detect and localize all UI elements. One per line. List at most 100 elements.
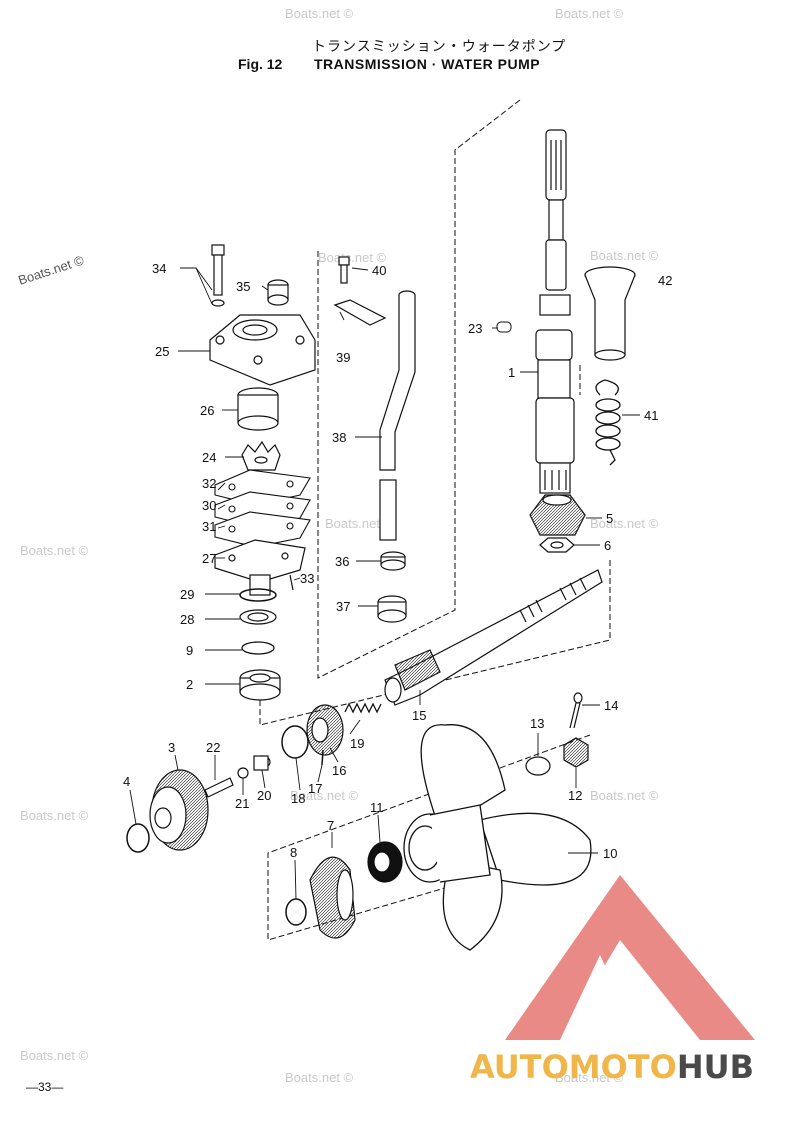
callout-27: 27 bbox=[202, 551, 216, 566]
callout-8: 8 bbox=[290, 845, 297, 860]
callout-10: 10 bbox=[603, 846, 617, 861]
callout-1: 1 bbox=[508, 365, 515, 380]
propeller-shaft bbox=[384, 569, 603, 706]
callout-29: 29 bbox=[180, 587, 194, 602]
callout-21: 21 bbox=[235, 796, 249, 811]
callout-9: 9 bbox=[186, 643, 193, 658]
pump-bolt bbox=[211, 244, 225, 307]
water-tube bbox=[379, 290, 416, 541]
brand-logo: AUTOMOTOHUB bbox=[470, 1048, 754, 1086]
callouts: 34 35 40 42 23 25 39 1 41 26 38 24 32 30… bbox=[123, 261, 672, 861]
shift-rod bbox=[204, 777, 234, 798]
callout-23: 23 bbox=[468, 321, 482, 336]
callout-40: 40 bbox=[372, 263, 386, 278]
callout-15: 15 bbox=[412, 708, 426, 723]
callout-42: 42 bbox=[658, 273, 672, 288]
spring bbox=[595, 379, 621, 466]
watermark: Boats.net © bbox=[590, 248, 659, 263]
clutch bbox=[306, 704, 344, 756]
japanese-title: トランスミッション・ウォータポンプ bbox=[312, 39, 567, 55]
logo-mark bbox=[505, 875, 755, 1040]
english-title: TRANSMISSION · WATER PUMP bbox=[314, 56, 541, 72]
watermark: Boats.net © bbox=[325, 516, 394, 531]
pump-base bbox=[214, 539, 306, 596]
watermark: Boats.net © bbox=[20, 808, 89, 823]
callout-6: 6 bbox=[604, 538, 611, 553]
dowel-pin bbox=[289, 574, 294, 591]
prop-washer bbox=[525, 756, 551, 776]
shim bbox=[126, 823, 150, 853]
callout-22: 22 bbox=[206, 740, 220, 755]
tube-seal bbox=[377, 595, 407, 623]
tube-grommet bbox=[380, 551, 406, 571]
callout-26: 26 bbox=[200, 403, 214, 418]
pump-gaskets bbox=[214, 469, 311, 548]
prop-nut bbox=[563, 737, 589, 768]
callout-2: 2 bbox=[186, 677, 193, 692]
callout-13: 13 bbox=[530, 716, 544, 731]
pin-spring bbox=[281, 725, 309, 759]
clip-bolt bbox=[338, 256, 350, 284]
watermark: Boats.net © bbox=[20, 543, 89, 558]
watermark: Boats.net © bbox=[318, 250, 387, 265]
callout-4: 4 bbox=[123, 774, 130, 789]
callout-11: 11 bbox=[370, 800, 384, 815]
callout-33: 33 bbox=[300, 571, 314, 586]
callout-39: 39 bbox=[336, 350, 350, 365]
brand-logo-part-a: AUTOMOTO bbox=[470, 1048, 677, 1086]
callout-18: 18 bbox=[291, 791, 305, 806]
callout-34: 34 bbox=[152, 261, 166, 276]
callout-7: 7 bbox=[327, 818, 334, 833]
callout-38: 38 bbox=[332, 430, 346, 445]
pinion-gear bbox=[529, 494, 586, 536]
callout-16: 16 bbox=[332, 763, 346, 778]
callout-3: 3 bbox=[168, 740, 175, 755]
woodruff-key bbox=[496, 321, 512, 333]
o-ring bbox=[239, 588, 277, 602]
drive-shaft bbox=[535, 129, 575, 494]
pump-housing bbox=[209, 314, 316, 386]
reverse-shim bbox=[285, 898, 307, 926]
watermark: Boats.net © bbox=[590, 516, 659, 531]
callout-37: 37 bbox=[336, 599, 350, 614]
watermark: Boats.net © bbox=[285, 6, 354, 21]
grommet bbox=[267, 279, 289, 306]
callout-28: 28 bbox=[180, 612, 194, 627]
callout-31: 31 bbox=[202, 519, 216, 534]
clamp bbox=[333, 299, 387, 326]
watermark: Boats.net © bbox=[555, 1070, 624, 1085]
callout-20: 20 bbox=[257, 788, 271, 803]
pump-insert bbox=[237, 387, 279, 431]
callout-17: 17 bbox=[308, 781, 322, 796]
bearing bbox=[239, 669, 281, 701]
callout-12: 12 bbox=[568, 788, 582, 803]
figure-number: Fig. 12 bbox=[238, 56, 283, 72]
clutch-spring bbox=[344, 702, 382, 714]
callout-24: 24 bbox=[202, 450, 216, 465]
callout-30: 30 bbox=[202, 498, 216, 513]
brand-logo-part-b: HUB bbox=[676, 1048, 755, 1086]
callout-5: 5 bbox=[606, 511, 613, 526]
header: トランスミッション・ウォータポンプ Fig. 12 TRANSMISSION ·… bbox=[0, 30, 800, 80]
callout-35: 35 bbox=[236, 279, 250, 294]
ball bbox=[237, 767, 249, 779]
forward-gear bbox=[149, 769, 209, 851]
propeller bbox=[403, 724, 592, 951]
callout-25: 25 bbox=[155, 344, 169, 359]
oil-seal bbox=[239, 609, 277, 625]
watermark: Boats.net © bbox=[285, 1070, 354, 1085]
watermark: Boats.net © bbox=[20, 1048, 89, 1063]
pinion-nut bbox=[539, 537, 575, 553]
cotter-pin bbox=[569, 692, 583, 729]
reverse-gear bbox=[309, 856, 356, 939]
cross-pin bbox=[321, 749, 324, 766]
shift-plunger bbox=[253, 755, 271, 771]
leader-lines bbox=[129, 267, 640, 900]
impeller bbox=[241, 440, 281, 471]
washer bbox=[241, 641, 275, 655]
callout-19: 19 bbox=[350, 736, 364, 751]
watermark: Boats.net © bbox=[555, 6, 624, 21]
page-number: —33— bbox=[26, 1080, 64, 1094]
callout-32: 32 bbox=[202, 476, 216, 491]
thrust-spacer bbox=[367, 841, 403, 883]
